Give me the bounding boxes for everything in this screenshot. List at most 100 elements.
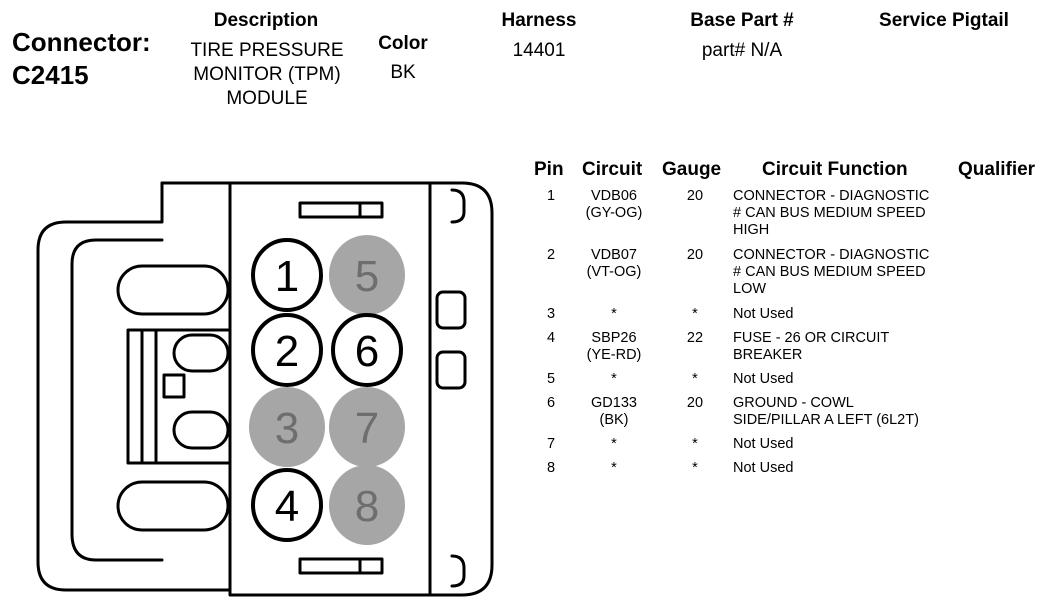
description-line: MODULE: [226, 88, 308, 109]
circuit-id: *: [611, 436, 617, 452]
circuit-code: *: [578, 371, 650, 388]
function-line: Not Used: [733, 460, 794, 476]
circuit-id: SBP26: [591, 330, 637, 346]
pin-label: 3: [275, 404, 299, 453]
pin-cavity-7: 7: [329, 387, 405, 467]
connector-label: Connector:: [12, 27, 151, 57]
circuit-color: (BK): [599, 412, 629, 428]
table-header-circuit: Circuit: [582, 159, 643, 180]
pin-number: 4: [546, 330, 556, 346]
wire-gauge: 20: [686, 188, 704, 204]
base-part-value: part# N/A: [701, 40, 783, 61]
pin-label: 1: [275, 252, 299, 301]
circuit-code: *: [578, 460, 650, 477]
table-row: 4 SBP26 (YE-RD) 22 FUSE - 26 OR CIRCUIT …: [530, 330, 1040, 390]
circuit-id: *: [611, 306, 617, 322]
table-header-qualifier: Qualifier: [958, 159, 1036, 180]
pin-cavity-4: 4: [251, 468, 323, 542]
wire-gauge: *: [692, 436, 698, 452]
circuit-id: VDB06: [591, 188, 637, 204]
table-row: 2 VDB07 (VT-OG) 20 CONNECTOR - DIAGNOSTI…: [530, 247, 1040, 307]
circuit-color: (GY-OG): [585, 205, 643, 221]
pin-label: 2: [275, 327, 299, 376]
function-line: BREAKER: [733, 347, 803, 363]
wire-gauge: *: [692, 306, 698, 322]
pin-circle: [331, 313, 403, 387]
pin-circle: [251, 313, 323, 387]
circuit-color: (VT-OG): [586, 264, 642, 280]
description-line: MONITOR (TPM): [193, 64, 341, 85]
circuit-function: Not Used: [733, 436, 963, 453]
table-row: 3 * * Not Used: [530, 306, 1040, 366]
pin-label: 4: [275, 482, 299, 531]
description-line: TIRE PRESSURE: [190, 40, 344, 61]
circuit-code: SBP26 (YE-RD): [578, 330, 650, 364]
table-row: 5 * * Not Used: [530, 371, 1040, 431]
circuit-code: *: [578, 306, 650, 323]
pin-label: 8: [355, 482, 379, 531]
table-row: 1 VDB06 (GY-OG) 20 CONNECTOR - DIAGNOSTI…: [530, 188, 1040, 248]
circuit-code: *: [578, 436, 650, 453]
circuit-id: *: [611, 460, 617, 476]
connector-latch: [36, 181, 232, 592]
connector-body: [228, 181, 432, 597]
circuit-code: GD133 (BK): [578, 395, 650, 429]
circuit-function: CONNECTOR - DIAGNOSTIC # CAN BUS MEDIUM …: [733, 247, 963, 298]
key-slot-bottom: [298, 557, 384, 575]
service-pigtail-header: Service Pigtail: [879, 10, 1009, 31]
function-line: FUSE - 26 OR CIRCUIT: [733, 330, 890, 346]
table-header-circuit-function: Circuit Function: [762, 159, 908, 180]
wire-gauge: 22: [686, 330, 704, 346]
pin-label: 6: [355, 327, 379, 376]
pin-circle: [251, 468, 323, 542]
circuit-id: *: [611, 371, 617, 387]
circuit-function: FUSE - 26 OR CIRCUIT BREAKER: [733, 330, 963, 364]
function-line: Not Used: [733, 306, 794, 322]
circuit-function: Not Used: [733, 371, 963, 388]
pin-number: 6: [546, 395, 556, 411]
pin-cavity-1: 1: [251, 238, 323, 312]
function-line: GROUND - COWL: [733, 395, 854, 411]
function-line: CONNECTOR - DIAGNOSTIC: [733, 247, 930, 263]
function-line: # CAN BUS MEDIUM SPEED: [733, 264, 926, 280]
pin-number: 3: [546, 306, 556, 322]
pin-circle: [251, 238, 323, 312]
circuit-function: CONNECTOR - DIAGNOSTIC # CAN BUS MEDIUM …: [733, 188, 963, 239]
pin-label: 5: [355, 252, 379, 301]
circuit-function: Not Used: [733, 460, 963, 477]
circuit-code: VDB06 (GY-OG): [578, 188, 650, 222]
wire-gauge: *: [692, 371, 698, 387]
circuit-function: Not Used: [733, 306, 963, 323]
pin-cavity-3: 3: [249, 387, 325, 467]
function-line: HIGH: [733, 222, 770, 238]
description-value: TIRE PRESSURE MONITOR (TPM) MODULE: [170, 39, 364, 111]
pin-number: 7: [546, 436, 556, 452]
pin-cavity-6: 6: [331, 313, 403, 387]
pin-circle: [249, 387, 325, 467]
circuit-id: GD133: [591, 395, 637, 411]
pin-cavities: 1 2 3 4 5 6 7 8: [249, 235, 405, 545]
pin-circle: [329, 387, 405, 467]
connector-id: C2415: [12, 60, 89, 90]
function-line: LOW: [733, 281, 767, 297]
connector-right-housing: [428, 181, 494, 597]
pin-cavity-5: 5: [329, 235, 405, 315]
connector-title: Connector: C2415: [12, 26, 151, 92]
wire-gauge: *: [692, 460, 698, 476]
function-line: SIDE/PILLAR A LEFT (6L2T): [733, 412, 919, 428]
color-value: BK: [390, 62, 416, 83]
pin-number: 5: [546, 371, 556, 387]
pin-cavity-8: 8: [329, 465, 405, 545]
table-header-gauge: Gauge: [662, 159, 722, 180]
color-header: Color: [378, 33, 428, 54]
pin-circle: [329, 465, 405, 545]
harness-value: 14401: [512, 40, 566, 61]
function-line: Not Used: [733, 371, 794, 387]
wire-gauge: 20: [686, 247, 704, 263]
key-slot-top: [298, 201, 384, 219]
description-header: Description: [213, 10, 319, 31]
pin-circle: [329, 235, 405, 315]
pin-number: 1: [546, 188, 556, 204]
connector-face-diagram: 1 2 3 4 5 6 7 8: [36, 181, 494, 597]
pin-label: 7: [355, 404, 379, 453]
